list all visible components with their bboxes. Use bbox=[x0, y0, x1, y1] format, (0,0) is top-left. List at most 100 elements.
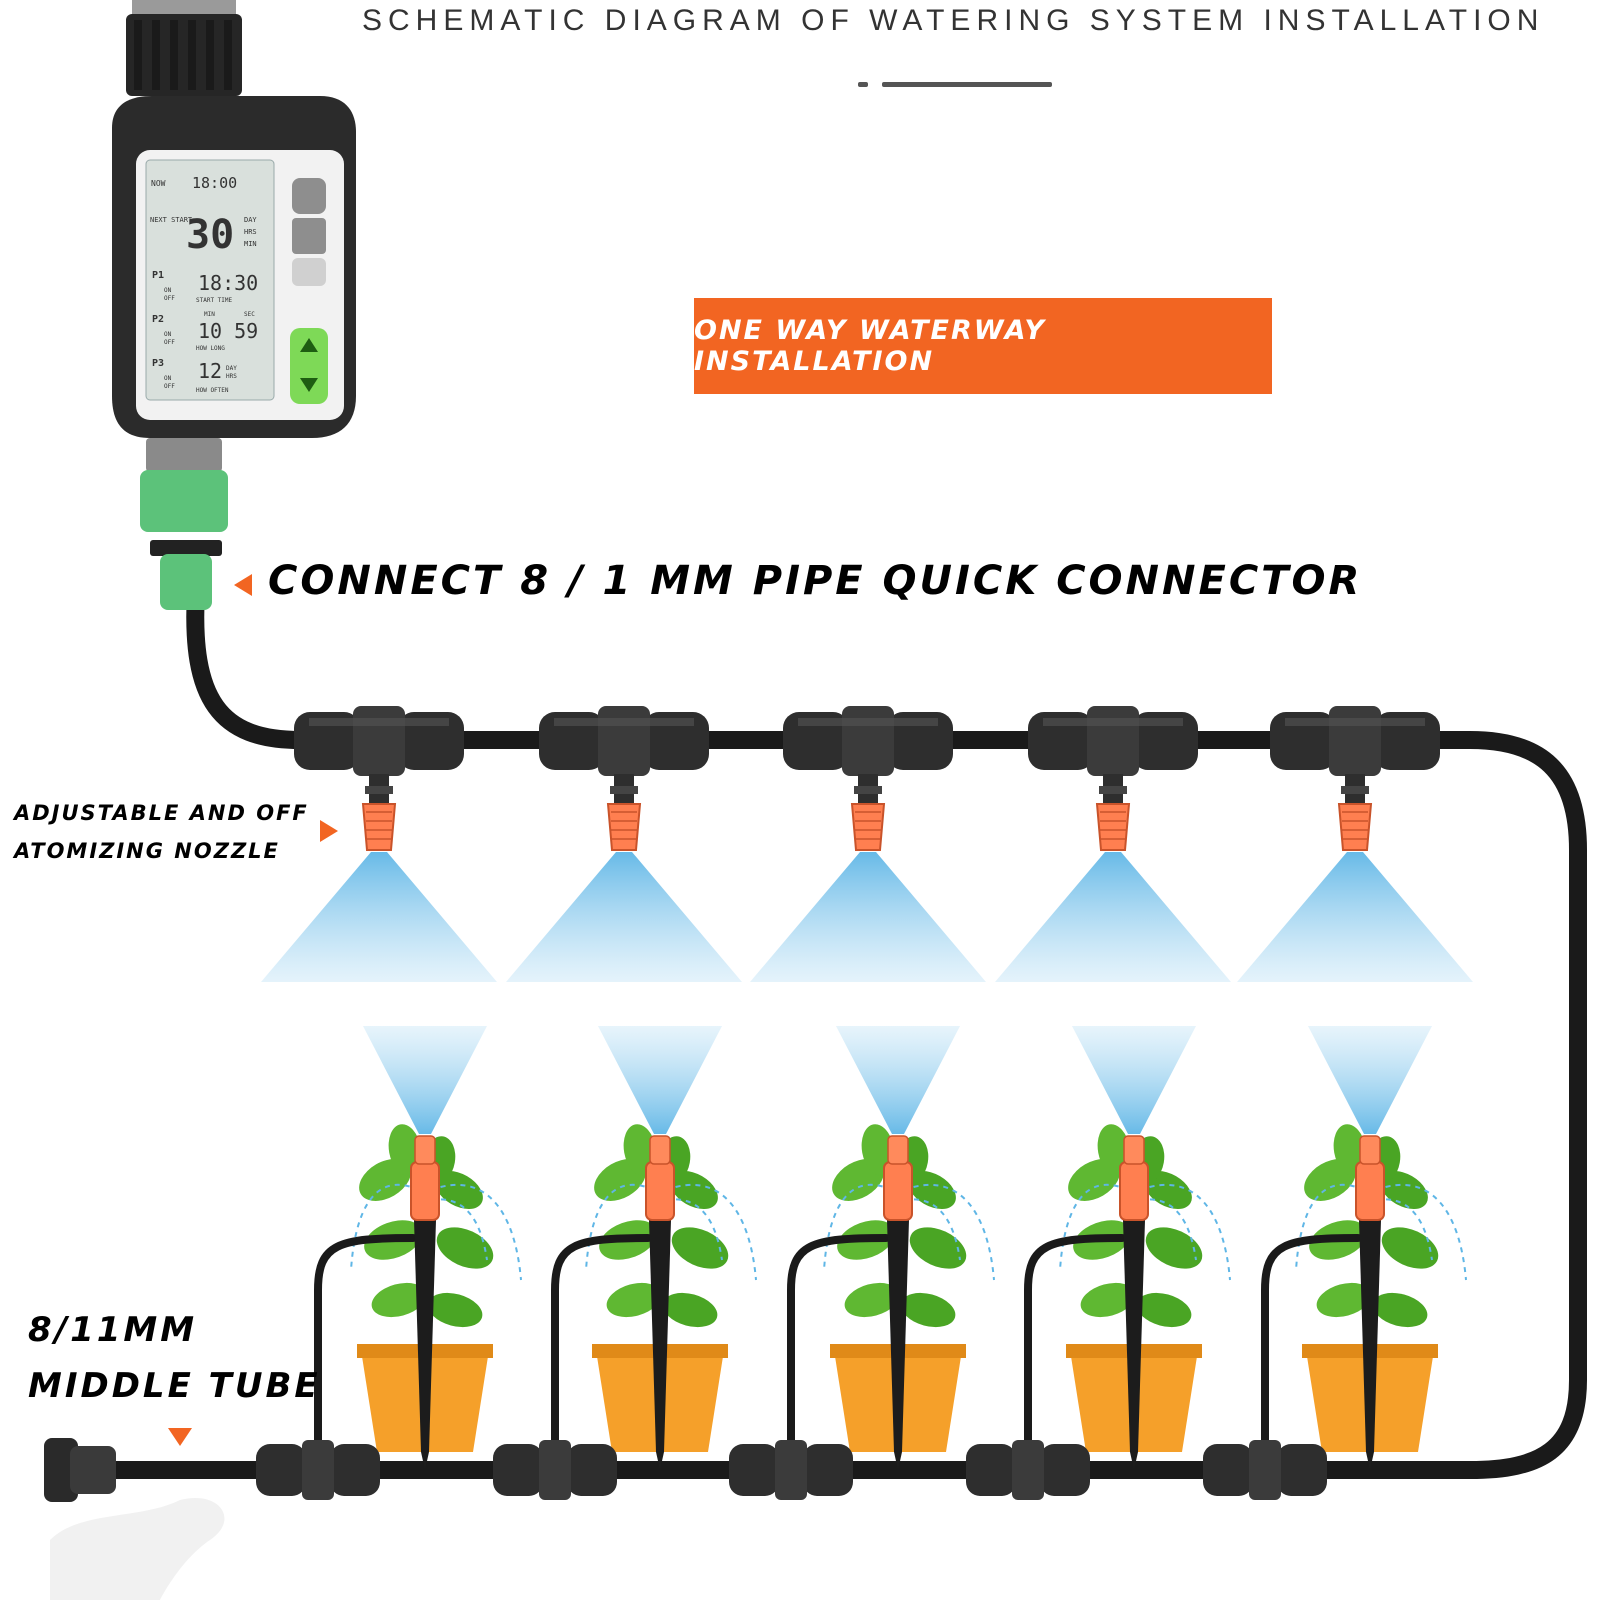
water-arc bbox=[1059, 1183, 1129, 1271]
leaf-icon bbox=[1144, 1171, 1192, 1209]
connector-label: CONNECT 8 / 1 MM PIPE QUICK CONNECTOR bbox=[268, 558, 1363, 604]
connector-nozzle bbox=[160, 554, 212, 610]
leaf-icon bbox=[909, 1227, 967, 1269]
leaf-icon bbox=[662, 1292, 718, 1328]
leaf-icon bbox=[1380, 1171, 1428, 1209]
water-arc bbox=[665, 1198, 723, 1261]
leaf-icon bbox=[900, 1292, 956, 1328]
leaf-icon bbox=[435, 1171, 483, 1209]
plant-station-2 bbox=[493, 1026, 757, 1500]
lcd-unit: DAY bbox=[244, 216, 257, 224]
tee-stem-ring bbox=[365, 786, 393, 794]
tee-stem-ring bbox=[854, 786, 882, 794]
tee-right-nut bbox=[398, 712, 464, 770]
tee-right-nut bbox=[887, 712, 953, 770]
plant-station-3 bbox=[729, 1026, 995, 1500]
stake-nozzle bbox=[410, 1161, 440, 1221]
leaf-icon bbox=[844, 1282, 900, 1318]
up-arrow-icon bbox=[300, 338, 318, 352]
stake-nozzle-tip bbox=[1123, 1135, 1145, 1165]
bottom-tee-left bbox=[729, 1444, 779, 1496]
lcd-on-label: ON bbox=[164, 375, 172, 382]
upward-spray bbox=[836, 1026, 960, 1134]
stake-nozzle-tip bbox=[414, 1135, 436, 1165]
nozzle-arrow bbox=[320, 820, 338, 842]
nozzle-label-line2: ATOMIZING NOZZLE bbox=[14, 839, 280, 863]
bottom-tee-right bbox=[1277, 1444, 1327, 1496]
lcd-screen bbox=[145, 159, 275, 401]
stake-dripper-icon bbox=[887, 1220, 909, 1470]
water-arc bbox=[823, 1183, 893, 1271]
mist-nozzle-icon bbox=[1095, 803, 1131, 851]
title-rule-line bbox=[882, 82, 1052, 87]
decorative-shape bbox=[50, 1498, 225, 1600]
lcd-off-label: OFF bbox=[164, 383, 175, 390]
top-tee-4 bbox=[995, 706, 1231, 982]
lcd-how-long-label: HOW LONG bbox=[196, 345, 225, 352]
tube-label-line2: MIDDLE TUBE bbox=[28, 1366, 321, 1406]
spray-cone bbox=[1237, 852, 1473, 982]
top-tee-1 bbox=[261, 706, 497, 982]
upward-spray bbox=[1072, 1026, 1196, 1134]
mist-nozzle-icon bbox=[850, 803, 886, 851]
stake-nozzle-tip bbox=[649, 1135, 671, 1165]
spray-cone bbox=[750, 852, 986, 982]
nozzle-label: ADJUSTABLE AND OFF ATOMIZING NOZZLE bbox=[14, 794, 309, 870]
tee-right-nut bbox=[1374, 712, 1440, 770]
mode-button-icon bbox=[292, 178, 326, 214]
nut-grip bbox=[188, 20, 196, 90]
stake-nozzle-tip bbox=[887, 1135, 909, 1165]
tee-highlight bbox=[798, 718, 938, 726]
plant-station-4 bbox=[966, 1026, 1231, 1500]
bottom-tee-right bbox=[803, 1444, 853, 1496]
spray-cone bbox=[261, 852, 497, 982]
main-pipe bbox=[101, 583, 1587, 1479]
lcd-program-label: P2 bbox=[152, 314, 164, 325]
nut-grip bbox=[170, 20, 178, 90]
bottom-tee-left bbox=[493, 1444, 543, 1496]
mist-nozzle-icon bbox=[361, 803, 397, 851]
lcd-next-start-label: NEXT START bbox=[150, 216, 193, 224]
bottom-tee-left bbox=[1203, 1444, 1253, 1496]
leaf-icon bbox=[1372, 1292, 1428, 1328]
end-plug-body bbox=[70, 1446, 116, 1494]
tee-center bbox=[1329, 706, 1381, 776]
lcd-on-label: ON bbox=[164, 331, 172, 338]
stake-dripper-icon bbox=[649, 1220, 671, 1470]
leaf-icon bbox=[670, 1171, 718, 1209]
lcd-how-long-unit: SEC bbox=[244, 311, 255, 318]
bottom-tee-center bbox=[775, 1440, 807, 1500]
title-rule-dot bbox=[858, 82, 868, 87]
tee-highlight bbox=[1285, 718, 1425, 726]
banner-text: ONE WAY WATERWAY INSTALLATION bbox=[694, 315, 1046, 377]
stake-dripper-icon bbox=[414, 1220, 436, 1470]
lcd-unit: HRS bbox=[244, 228, 257, 236]
tee-stem-ring bbox=[610, 786, 638, 794]
nut-grip bbox=[224, 20, 232, 90]
leaf-icon bbox=[606, 1282, 662, 1318]
tee-center bbox=[598, 706, 650, 776]
leaf-icon bbox=[371, 1282, 427, 1318]
stake-nozzle bbox=[1355, 1161, 1385, 1221]
leaf-icon bbox=[427, 1292, 483, 1328]
stake-nozzle-tip bbox=[1359, 1135, 1381, 1165]
connector-arrow bbox=[234, 574, 252, 596]
leaf-icon bbox=[1316, 1282, 1372, 1318]
lcd-how-often: 12 bbox=[198, 359, 222, 383]
lcd-on-label: ON bbox=[164, 287, 172, 294]
leaf-icon bbox=[671, 1227, 729, 1269]
up-down-button-icon bbox=[290, 328, 328, 404]
water-arc bbox=[1375, 1198, 1433, 1261]
water-arc bbox=[350, 1183, 420, 1271]
tee-left-nut bbox=[1270, 712, 1336, 770]
feeder-tube bbox=[551, 1234, 652, 1456]
feeder-tube bbox=[314, 1234, 417, 1456]
lcd-now-time: 18:00 bbox=[192, 174, 237, 192]
lcd-off-label: OFF bbox=[164, 339, 175, 346]
spray-cone bbox=[506, 852, 742, 982]
lcd-big-value: 30 bbox=[186, 212, 234, 258]
bottom-tee-right bbox=[567, 1444, 617, 1496]
